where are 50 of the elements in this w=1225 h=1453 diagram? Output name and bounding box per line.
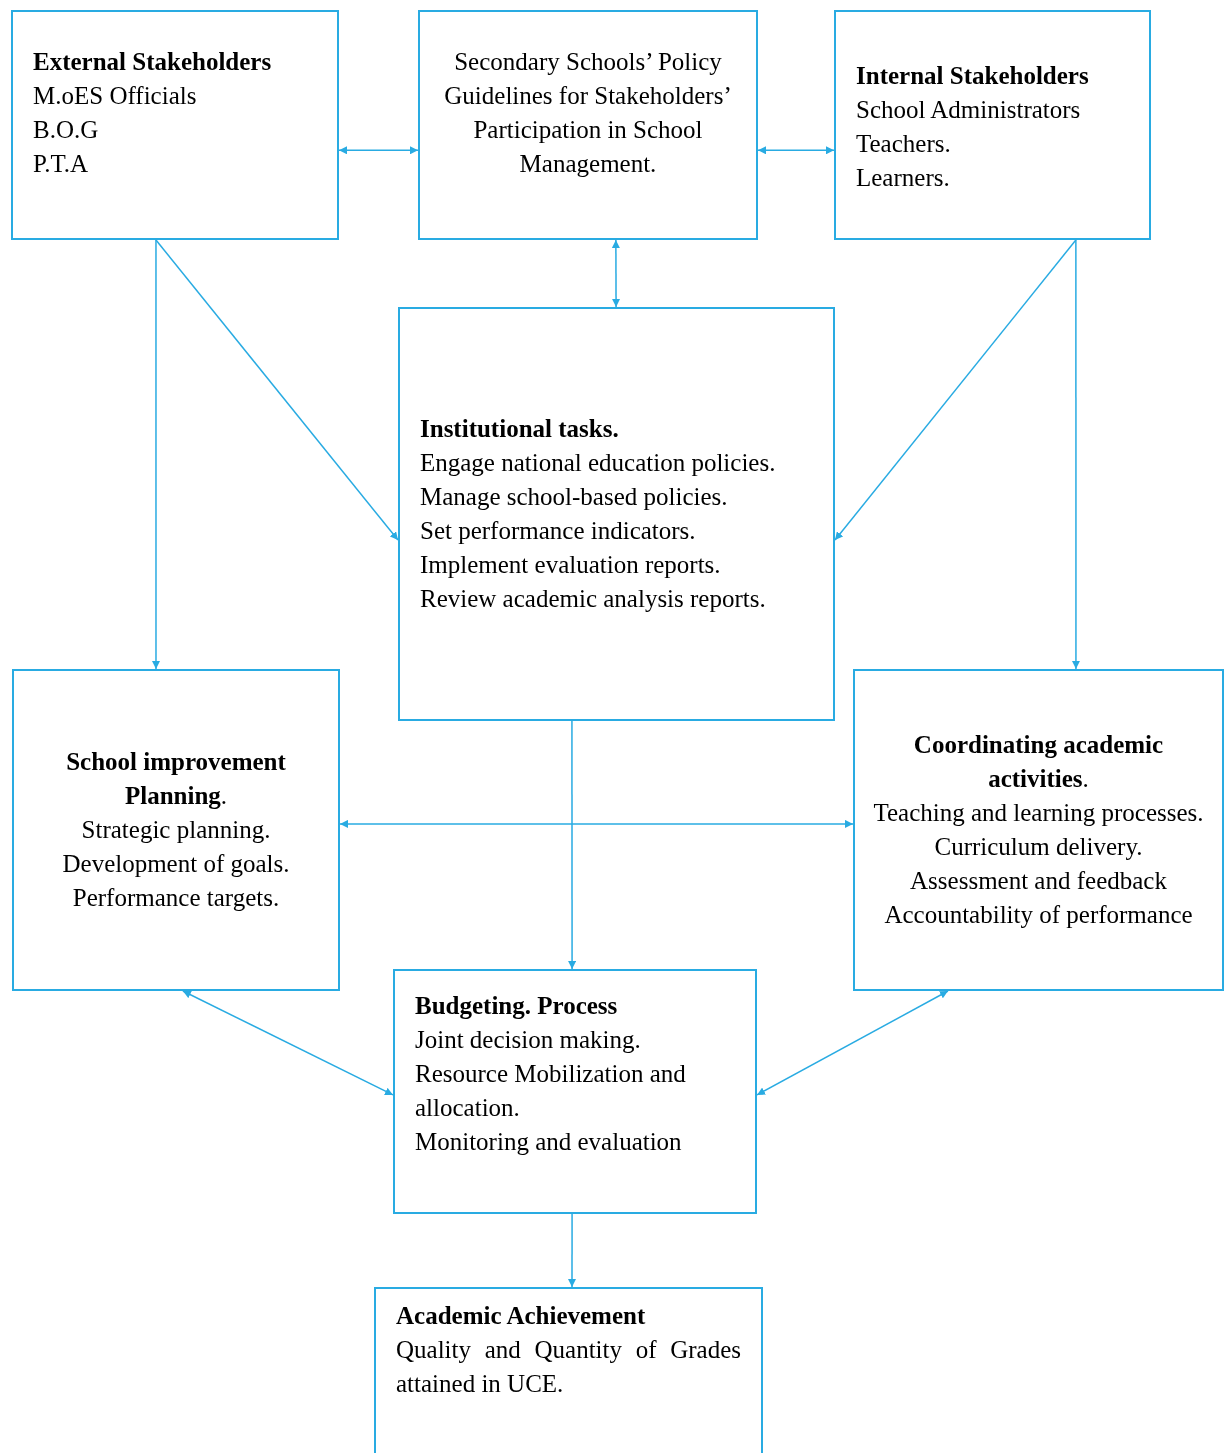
arrow bbox=[182, 990, 394, 1096]
box-text: Manage school-based policies. bbox=[420, 482, 729, 512]
text-box bbox=[12, 669, 340, 991]
box-text: Strategic planning. bbox=[80, 815, 272, 845]
arrow bbox=[1071, 239, 1080, 670]
box-text: Review academic analysis reports. bbox=[420, 584, 767, 614]
arrow bbox=[568, 1213, 576, 1288]
arrow bbox=[338, 146, 419, 155]
box-heading: Budgeting. Process bbox=[415, 991, 619, 1021]
box-text: Development of goals. bbox=[61, 849, 291, 879]
arrow bbox=[757, 146, 835, 155]
box-text: Quality and Quantity of Grades attained in UCE. bbox=[396, 1335, 741, 1399]
box-text: Performance targets. bbox=[71, 883, 281, 913]
box-text: Engage national education policies. bbox=[420, 448, 777, 478]
box-text: Curriculum delivery. bbox=[933, 832, 1144, 862]
box-text: Learners. bbox=[856, 163, 951, 193]
text-box bbox=[374, 1287, 763, 1453]
arrow bbox=[155, 239, 399, 541]
text-box bbox=[834, 10, 1151, 240]
box-text: Accountability of performance bbox=[883, 900, 1194, 930]
text-box bbox=[11, 10, 339, 240]
box-text: Secondary Schools’ Policy Guidelines for Stakeholders’ Participation in School Management. bbox=[443, 47, 733, 179]
box-heading: External Stakeholders bbox=[33, 47, 273, 77]
arrow bbox=[611, 239, 621, 308]
text-box bbox=[853, 669, 1224, 991]
box-text: B.O.G bbox=[33, 115, 100, 145]
text-box bbox=[398, 307, 835, 721]
box-heading: Institutional tasks. bbox=[420, 414, 620, 444]
box-text: School Administrators bbox=[856, 95, 1082, 125]
box-text: Assessment and feedback bbox=[909, 866, 1168, 896]
box-text: Teachers. bbox=[856, 129, 952, 159]
arrow bbox=[152, 239, 160, 670]
box-text: Joint decision making. bbox=[415, 1025, 642, 1055]
text-box bbox=[418, 10, 758, 240]
box-text: Resource Mobilization and allocation. bbox=[415, 1059, 687, 1123]
arrow bbox=[339, 819, 854, 828]
box-text: Implement evaluation reports. bbox=[420, 550, 722, 580]
box-text: Set performance indicators. bbox=[420, 516, 697, 546]
arrow bbox=[834, 239, 1077, 541]
box-text: Monitoring and evaluation bbox=[415, 1127, 683, 1157]
box-heading: Academic Achievement bbox=[396, 1301, 647, 1331]
box-text: Coordinating academic activities. bbox=[912, 730, 1165, 794]
box-heading: Internal Stakeholders bbox=[856, 61, 1090, 91]
box-text: M.oES Officials bbox=[33, 81, 198, 111]
arrow bbox=[568, 720, 577, 970]
box-text: P.T.A bbox=[33, 149, 90, 179]
text-box bbox=[393, 969, 757, 1214]
box-text: School improvement Planning. bbox=[65, 747, 287, 811]
box-text: Teaching and learning processes. bbox=[872, 798, 1205, 828]
arrow bbox=[756, 990, 949, 1096]
